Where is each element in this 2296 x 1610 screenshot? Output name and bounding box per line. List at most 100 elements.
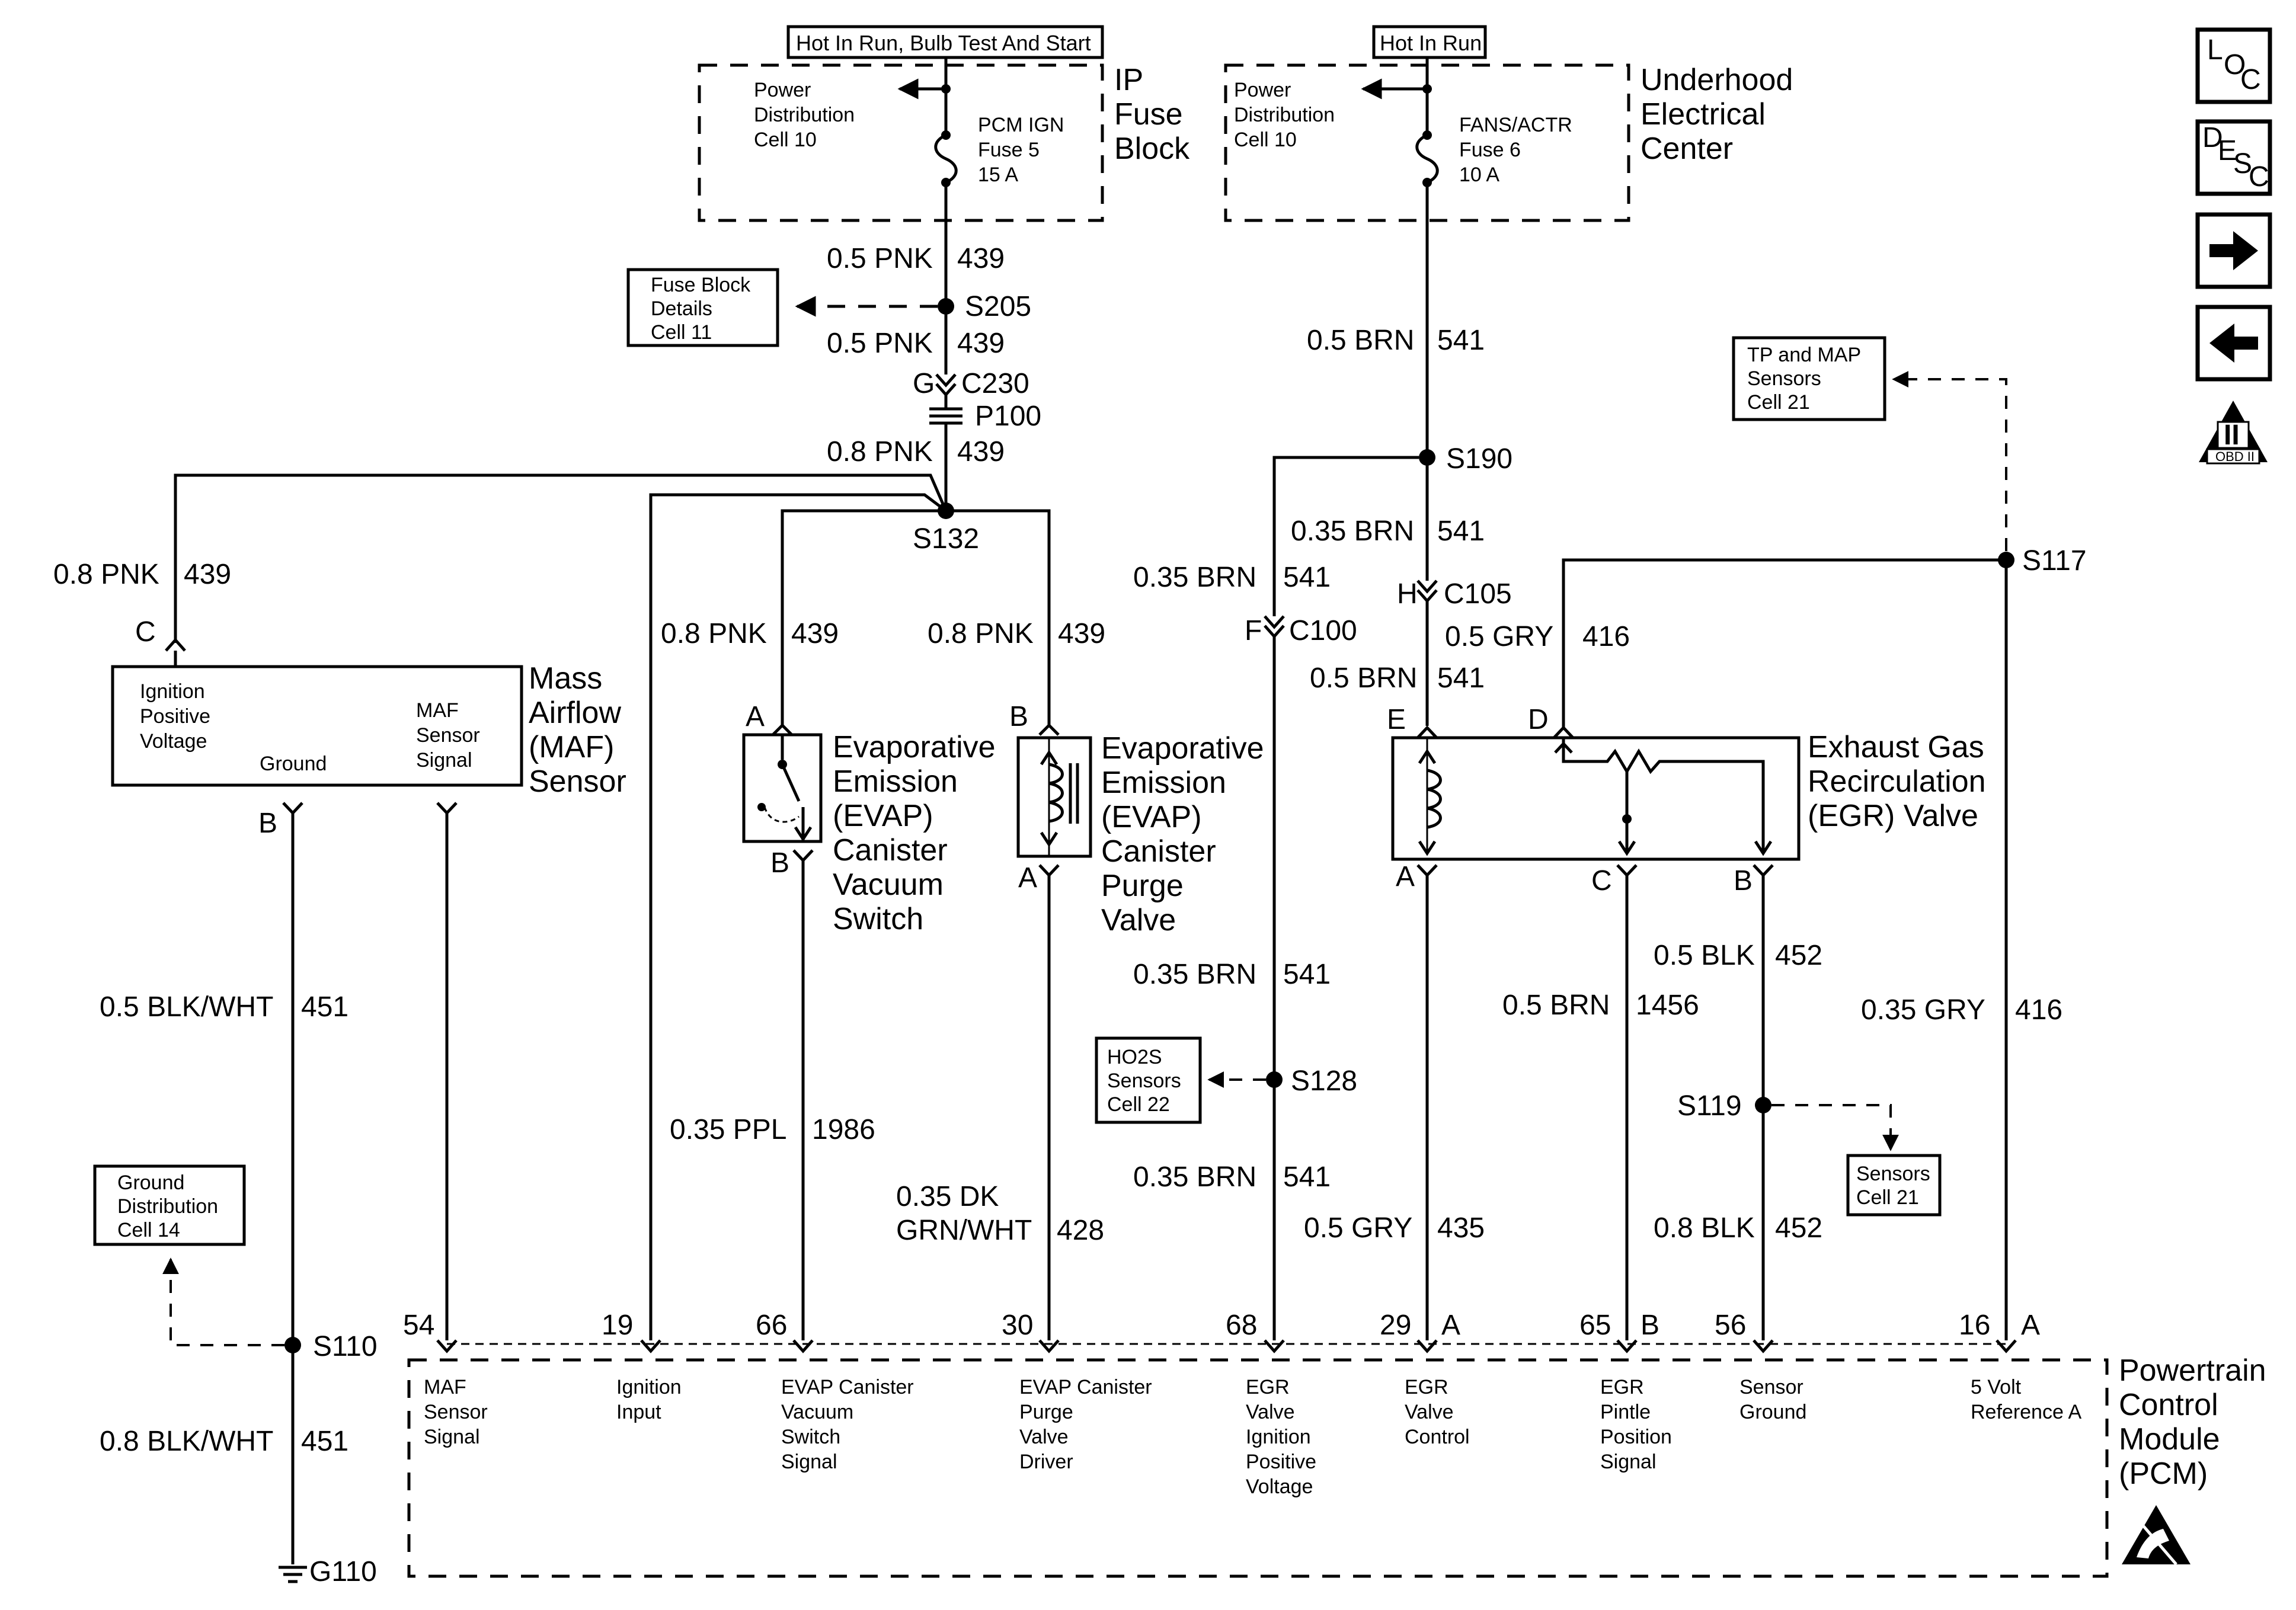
svg-text:439: 439 xyxy=(184,559,231,590)
svg-text:416: 416 xyxy=(2015,994,2062,1026)
svg-text:Cell 11: Cell 11 xyxy=(651,321,712,344)
svg-text:H: H xyxy=(1397,578,1418,610)
svg-text:Input: Input xyxy=(616,1401,661,1423)
ip-fuse-block: Hot In Run, Bulb Test And Start Power Di… xyxy=(698,25,1190,222)
splice-s205 xyxy=(938,298,954,315)
svg-text:Module: Module xyxy=(2119,1422,2220,1457)
svg-text:541: 541 xyxy=(1283,959,1331,990)
svg-text:C: C xyxy=(135,616,156,648)
svg-text:(EVAP): (EVAP) xyxy=(833,799,933,833)
svg-text:428: 428 xyxy=(1057,1215,1104,1246)
location-button[interactable]: L O C xyxy=(2195,27,2272,104)
svg-text:0.35 BRN: 0.35 BRN xyxy=(1291,516,1414,547)
svg-text:E: E xyxy=(2218,135,2237,167)
svg-text:S117: S117 xyxy=(2022,545,2087,577)
svg-text:C105: C105 xyxy=(1444,578,1512,610)
svg-text:439: 439 xyxy=(957,328,1005,359)
svg-text:Voltage: Voltage xyxy=(1246,1475,1313,1498)
svg-text:15 A: 15 A xyxy=(978,164,1018,186)
svg-text:439: 439 xyxy=(791,618,839,649)
svg-text:EGR: EGR xyxy=(1246,1376,1290,1398)
splice-s190 xyxy=(1419,449,1435,466)
description-button[interactable]: D E S C xyxy=(2195,119,2272,196)
svg-text:Distribution: Distribution xyxy=(117,1195,218,1218)
svg-text:Valve: Valve xyxy=(1246,1401,1295,1423)
svg-text:Airflow: Airflow xyxy=(529,696,621,730)
svg-text:Cell 22: Cell 22 xyxy=(1107,1093,1170,1116)
ground-g110: G110 xyxy=(279,1556,377,1587)
svg-text:Sensor: Sensor xyxy=(416,724,480,747)
svg-text:Ignition: Ignition xyxy=(140,680,205,703)
svg-text:Purge: Purge xyxy=(1019,1401,1073,1423)
svg-text:Emission: Emission xyxy=(833,764,958,799)
svg-text:B: B xyxy=(258,808,277,839)
svg-text:0.5 PNK: 0.5 PNK xyxy=(827,243,933,274)
pcm-pin-66: 66 xyxy=(756,1310,787,1341)
svg-text:0.8 BLK/WHT: 0.8 BLK/WHT xyxy=(100,1426,273,1457)
svg-text:435: 435 xyxy=(1437,1212,1485,1244)
svg-text:Evaporative: Evaporative xyxy=(1101,731,1264,766)
svg-text:Sensor: Sensor xyxy=(424,1401,488,1423)
svg-text:E: E xyxy=(1387,704,1406,735)
svg-text:D: D xyxy=(2202,122,2223,153)
svg-text:B: B xyxy=(1734,865,1753,897)
svg-text:MAF: MAF xyxy=(424,1376,466,1398)
svg-text:(PCM): (PCM) xyxy=(2119,1457,2208,1491)
svg-text:S: S xyxy=(2233,148,2252,180)
svg-text:A: A xyxy=(2021,1310,2040,1341)
svg-text:(EVAP): (EVAP) xyxy=(1101,800,1202,834)
underhood-electrical-center: Hot In Run Power Distribution Cell 10 FA… xyxy=(1224,25,1793,222)
svg-text:Powertrain: Powertrain xyxy=(2119,1353,2266,1388)
svg-text:Canister: Canister xyxy=(1101,834,1216,869)
svg-text:Ground: Ground xyxy=(260,753,327,775)
svg-text:S190: S190 xyxy=(1446,443,1512,475)
evap-vacuum-switch: Evaporative Emission (EVAP) Canister Vac… xyxy=(742,730,996,936)
svg-text:C: C xyxy=(1591,865,1612,897)
svg-text:0.35 BRN: 0.35 BRN xyxy=(1133,959,1256,990)
svg-text:Ground: Ground xyxy=(117,1172,184,1194)
svg-text:II: II xyxy=(2224,420,2240,451)
pcm-pin-30: 30 xyxy=(1002,1310,1033,1341)
svg-text:Exhaust Gas: Exhaust Gas xyxy=(1808,730,1984,764)
svg-text:Purge: Purge xyxy=(1101,869,1184,903)
svg-text:Underhood: Underhood xyxy=(1641,63,1793,97)
svg-text:451: 451 xyxy=(301,991,348,1023)
svg-text:(MAF): (MAF) xyxy=(529,730,614,764)
svg-text:Pintle: Pintle xyxy=(1600,1401,1651,1423)
left-supply-label: Hot In Run, Bulb Test And Start xyxy=(796,31,1091,55)
svg-text:541: 541 xyxy=(1437,325,1485,356)
back-button[interactable] xyxy=(2195,305,2272,382)
svg-text:439: 439 xyxy=(1058,618,1105,649)
svg-text:Fuse 6: Fuse 6 xyxy=(1459,139,1521,161)
svg-text:Cell 21: Cell 21 xyxy=(1747,391,1810,414)
svg-text:C: C xyxy=(2240,64,2261,95)
svg-text:B: B xyxy=(1641,1310,1659,1341)
forward-button[interactable] xyxy=(2195,212,2272,289)
svg-text:0.5 BRN: 0.5 BRN xyxy=(1307,325,1414,356)
svg-text:EGR: EGR xyxy=(1405,1376,1448,1398)
svg-text:Recirculation: Recirculation xyxy=(1808,764,1986,799)
svg-text:MAF: MAF xyxy=(416,699,459,722)
svg-text:TP and MAP: TP and MAP xyxy=(1747,344,1861,366)
sensors-cell-ref xyxy=(1846,1154,1942,1217)
svg-text:0.35 GRY: 0.35 GRY xyxy=(1861,994,1985,1026)
svg-text:Sensors: Sensors xyxy=(1856,1163,1930,1185)
ground-distribution-ref xyxy=(93,1164,246,1246)
svg-text:Center: Center xyxy=(1641,132,1733,166)
svg-text:B: B xyxy=(770,847,789,879)
svg-text:Distribution: Distribution xyxy=(1234,104,1335,126)
arrow-right-icon xyxy=(2209,231,2258,270)
svg-text:Canister: Canister xyxy=(833,833,948,868)
svg-text:Control: Control xyxy=(1405,1426,1470,1448)
svg-text:1456: 1456 xyxy=(1636,990,1699,1021)
pcm-pin-54: 54 xyxy=(403,1310,434,1341)
svg-text:S119: S119 xyxy=(1677,1090,1742,1122)
svg-text:1986: 1986 xyxy=(812,1114,875,1145)
pcm-pin-68: 68 xyxy=(1226,1310,1257,1341)
svg-text:FANS/ACTR: FANS/ACTR xyxy=(1459,114,1572,136)
svg-text:Positive: Positive xyxy=(1246,1451,1316,1473)
obd-ii-icon[interactable]: II OBD II xyxy=(2199,401,2268,465)
svg-text:Cell 14: Cell 14 xyxy=(117,1219,180,1241)
pcm-pin-65: 65 xyxy=(1579,1310,1611,1341)
